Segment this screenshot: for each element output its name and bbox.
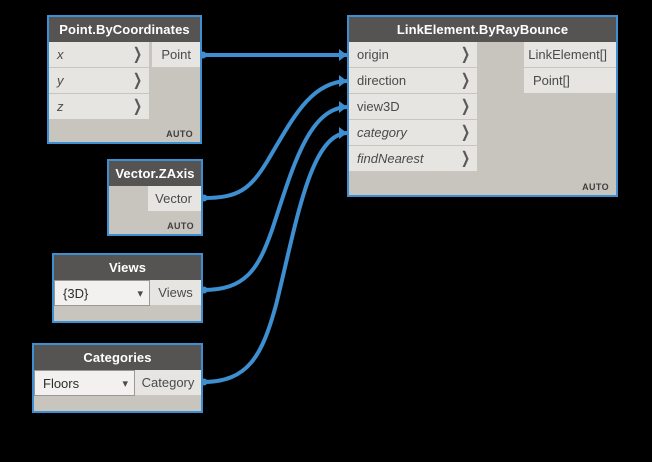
caret-right-icon: ❯ <box>460 97 471 116</box>
output-ports: Point <box>152 42 200 68</box>
output-port-label: Vector <box>155 191 192 206</box>
node-title: LinkElement.ByRayBounce <box>349 17 616 42</box>
input-port-direction[interactable]: direction ❯ <box>349 68 477 94</box>
node-views[interactable]: Views {3D} ▾ Views <box>52 253 203 323</box>
chevron-down-icon: ▾ <box>137 286 143 300</box>
output-port-vector[interactable]: Vector <box>148 186 201 212</box>
node-body: x ❯ y ❯ z ❯ Point AUTO <box>49 42 200 142</box>
node-status-badge: AUTO <box>167 221 194 231</box>
input-port-findnearest[interactable]: findNearest ❯ <box>349 146 477 172</box>
node-body: Floors ▾ Category <box>34 370 201 411</box>
input-port-category[interactable]: category ❯ <box>349 120 477 146</box>
chevron-down-icon: ▾ <box>122 376 128 390</box>
input-port-label: direction <box>357 73 407 88</box>
views-dropdown[interactable]: {3D} ▾ <box>54 280 150 306</box>
node-title: Views <box>54 255 201 280</box>
caret-right-icon: ❯ <box>132 97 143 116</box>
views-dropdown-value: {3D} <box>63 285 89 301</box>
input-port-origin[interactable]: origin ❯ <box>349 42 477 68</box>
node-point-bycoordinates[interactable]: Point.ByCoordinates x ❯ y ❯ z ❯ Point <box>47 15 202 144</box>
node-title: Point.ByCoordinates <box>49 17 200 42</box>
node-body: {3D} ▾ Views <box>54 280 201 321</box>
caret-right-icon: ❯ <box>132 71 143 90</box>
input-ports: origin ❯ direction ❯ view3D ❯ category ❯… <box>349 42 477 172</box>
node-status-badge: AUTO <box>582 182 609 192</box>
caret-right-icon: ❯ <box>460 123 471 142</box>
caret-right-icon: ❯ <box>460 149 471 168</box>
wire-views-to-view3d <box>201 105 349 292</box>
output-port-point[interactable]: Point <box>152 42 200 68</box>
port-arrow-category <box>339 127 347 139</box>
node-body: origin ❯ direction ❯ view3D ❯ category ❯… <box>349 42 616 195</box>
output-port-label: Category <box>141 375 195 390</box>
input-port-view3d[interactable]: view3D ❯ <box>349 94 477 120</box>
output-port-views[interactable]: Views <box>150 280 201 306</box>
port-arrow-view3d <box>339 101 347 113</box>
categories-dropdown[interactable]: Floors ▾ <box>34 370 135 396</box>
caret-right-icon: ❯ <box>460 71 471 90</box>
node-status-badge: AUTO <box>166 129 193 139</box>
port-arrow-origin <box>339 49 347 61</box>
input-port-label: category <box>357 125 407 140</box>
input-port-label: origin <box>357 47 389 62</box>
input-ports: x ❯ y ❯ z ❯ <box>49 42 149 120</box>
input-port-y[interactable]: y ❯ <box>49 68 149 94</box>
node-vector-zaxis[interactable]: Vector.ZAxis Vector AUTO <box>107 159 203 236</box>
node-title: Vector.ZAxis <box>109 161 201 186</box>
input-port-label: view3D <box>357 99 400 114</box>
node-linkelement-byraybounce[interactable]: LinkElement.ByRayBounce origin ❯ directi… <box>347 15 618 197</box>
output-port-category[interactable]: Category <box>135 370 201 396</box>
output-port-linkelement-array[interactable]: LinkElement[] <box>524 42 616 68</box>
output-port-label: Point[] <box>533 73 570 88</box>
output-port-label: LinkElement[] <box>528 47 607 62</box>
wire-categories-to-category <box>201 131 349 384</box>
output-ports: Category <box>135 370 201 396</box>
input-port-x[interactable]: x ❯ <box>49 42 149 68</box>
node-categories[interactable]: Categories Floors ▾ Category <box>32 343 203 413</box>
output-port-point-array[interactable]: Point[] <box>524 68 616 94</box>
output-ports: LinkElement[] Point[] <box>524 42 616 94</box>
categories-dropdown-value: Floors <box>43 375 80 391</box>
output-port-label: Views <box>158 285 193 300</box>
output-ports: Vector <box>148 186 201 212</box>
input-port-label: x <box>57 47 64 62</box>
wire-vector-to-direction <box>201 79 349 200</box>
caret-right-icon: ❯ <box>132 45 143 64</box>
node-body: Vector AUTO <box>109 186 201 234</box>
input-port-label: y <box>57 73 64 88</box>
input-port-label: z <box>57 99 64 114</box>
input-port-z[interactable]: z ❯ <box>49 94 149 120</box>
input-port-label: findNearest <box>357 151 424 166</box>
caret-right-icon: ❯ <box>460 45 471 64</box>
node-title: Categories <box>34 345 201 370</box>
output-port-label: Point <box>161 47 191 62</box>
output-ports: Views <box>150 280 201 306</box>
port-arrow-direction <box>339 75 347 87</box>
